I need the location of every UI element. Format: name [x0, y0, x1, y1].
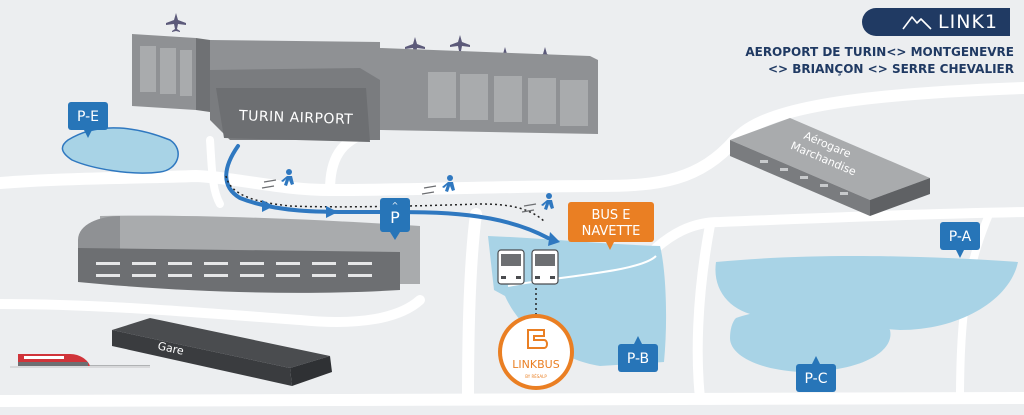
- linkbus-sublabel: BY RÉSALP: [525, 374, 547, 379]
- linkbus-mark-icon: [527, 329, 548, 349]
- route-description: AEROPORT DE TURIN<> MONTGENEVRE <> BRIAN…: [700, 44, 1014, 78]
- bus-icon: [497, 249, 559, 285]
- linkbus-label: LINKBUS: [512, 358, 559, 371]
- airport-label: TURIN AIRPORT: [238, 108, 354, 128]
- parking-pin-pb[interactable]: P-B: [618, 336, 658, 372]
- cargo-building: [730, 118, 930, 216]
- motion-lines: [261, 179, 537, 213]
- pedestrian-icon: [281, 169, 554, 210]
- parking-area-pc: [730, 308, 891, 372]
- brand-name: LINK1: [938, 11, 998, 33]
- road-network: [0, 82, 1024, 407]
- linkbus-logo: LINKBUS BY RÉSALP: [498, 314, 574, 390]
- station-label: Gare: [156, 339, 185, 357]
- bus-stop-badge[interactable]: BUS E NAVETTE: [568, 202, 654, 250]
- parking-garage: [78, 215, 420, 293]
- route-line-2: <> BRIANÇON <> SERRE CHEVALIER: [767, 62, 1014, 76]
- parking-label-main: P: [390, 208, 400, 227]
- station-building: [112, 318, 332, 386]
- parking-pin-pe[interactable]: P-E: [68, 102, 108, 138]
- parking-label-pb: P-B: [627, 351, 649, 367]
- parking-pin-main[interactable]: P ^: [380, 198, 410, 240]
- bus-stop-label-line2: NAVETTE: [582, 224, 641, 239]
- route-arrows: [262, 200, 560, 246]
- parking-label-pe: P-E: [77, 109, 99, 125]
- parking-label-pc: P-C: [805, 371, 828, 387]
- parking-pin-pa[interactable]: P-A: [940, 222, 980, 258]
- bus-road: [507, 255, 657, 287]
- bus-stop-label-line1: BUS E: [591, 208, 630, 223]
- route-line-1: AEROPORT DE TURIN<> MONTGENEVRE: [745, 45, 1014, 59]
- train-icon: [10, 354, 150, 368]
- airport-terminal: [132, 34, 598, 142]
- brand-badge: LINK1: [862, 8, 1010, 36]
- lake-pe: [61, 127, 179, 174]
- parking-label-pa: P-A: [949, 229, 972, 245]
- covered-parking-icon: ^: [392, 201, 399, 210]
- mountain-icon: [902, 16, 932, 30]
- parking-pin-pc[interactable]: P-C: [796, 356, 836, 392]
